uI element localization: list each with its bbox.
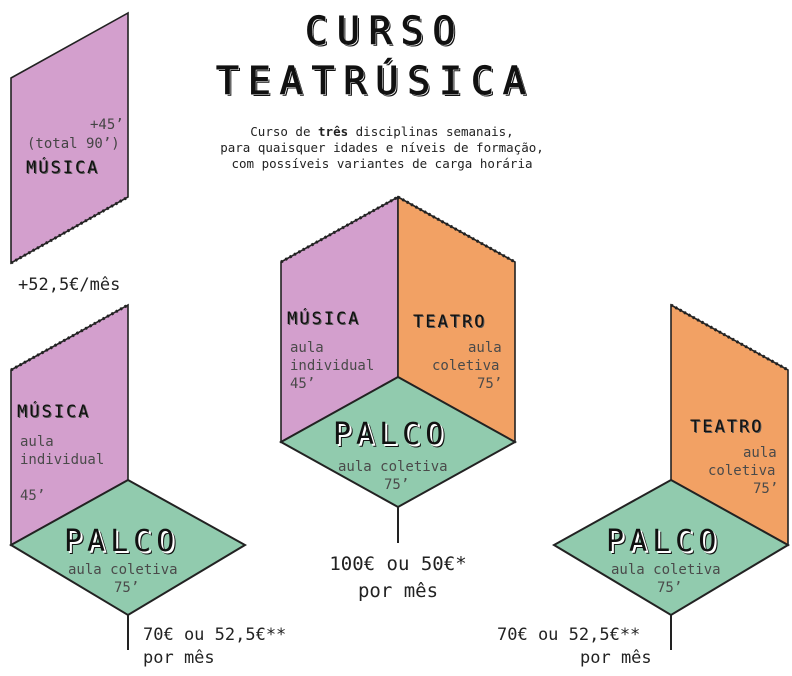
right-teatro-duration: 75’ <box>753 481 779 497</box>
intro-line-3: com possíveis variantes de carga horária <box>231 156 533 171</box>
left-musica-line-1: aula <box>20 434 54 450</box>
right-teatro-line-2: coletiva <box>708 463 776 479</box>
left-palco-duration: 75’ <box>114 580 140 596</box>
intro-line-2: para quaisquer idades e níveis de formaç… <box>220 140 544 155</box>
right-palco-duration: 75’ <box>657 580 683 596</box>
right-dotted-edge <box>670 303 789 372</box>
addon-musica-label: MÚSICA <box>26 158 100 178</box>
center-teatro-duration: 75’ <box>477 376 503 392</box>
center-palco-label: PALCO <box>333 417 449 452</box>
addon-total: (total 90’) <box>27 136 120 152</box>
center-price-line-2: por mês <box>357 580 439 602</box>
left-musica-line-2: individual <box>20 452 105 468</box>
center-musica-label: MÚSICA <box>287 309 361 329</box>
center-musica-line-1: aula <box>290 340 324 356</box>
left-musica-duration: 45’ <box>20 488 46 504</box>
title-line-2: TEATRÚSICA <box>216 59 535 103</box>
addon-musica-face <box>10 11 129 265</box>
right-price-line-1: 70€ ou 52,5€** <box>497 625 641 645</box>
center-teatro-label: TEATRO <box>413 312 487 332</box>
center-dotted-left <box>280 195 399 264</box>
left-musica-label: MÚSICA <box>17 402 91 422</box>
left-price-line-1: 70€ ou 52,5€** <box>143 625 287 645</box>
right-palco-label: PALCO <box>606 524 722 559</box>
center-price: 100€ ou 50€* por mês <box>298 551 498 605</box>
center-palco-duration: 75’ <box>384 477 410 493</box>
center-teatro-line-1: aula <box>468 340 502 356</box>
intro-text: Curso de três disciplinas semanais, para… <box>212 124 552 172</box>
left-dotted-edge <box>10 303 129 372</box>
addon-dotted-edge <box>10 195 129 265</box>
left-palco-label: PALCO <box>64 524 180 559</box>
center-price-line-1: 100€ ou 50€* <box>329 553 467 575</box>
center-dotted-right <box>397 195 516 264</box>
right-price-line-2: por mês <box>580 648 652 668</box>
addon-extra: +45’ <box>90 117 124 133</box>
right-palco-sub: aula coletiva <box>611 562 721 578</box>
addon-price: +52,5€/mês <box>18 275 121 295</box>
center-teatro-line-2: coletiva <box>432 358 500 374</box>
right-teatro-label: TEATRO <box>690 417 764 437</box>
left-price-line-2: por mês <box>143 648 215 668</box>
center-musica-line-2: individual <box>290 358 375 374</box>
center-palco-sub: aula coletiva <box>338 459 448 475</box>
left-palco-sub: aula coletiva <box>68 562 178 578</box>
intro-line-1: Curso de três disciplinas semanais, <box>250 124 514 139</box>
title-line-1: CURSO <box>304 9 465 53</box>
right-teatro-line-1: aula <box>743 445 777 461</box>
intro-bold-word: três <box>318 124 349 139</box>
center-musica-duration: 45’ <box>290 376 316 392</box>
